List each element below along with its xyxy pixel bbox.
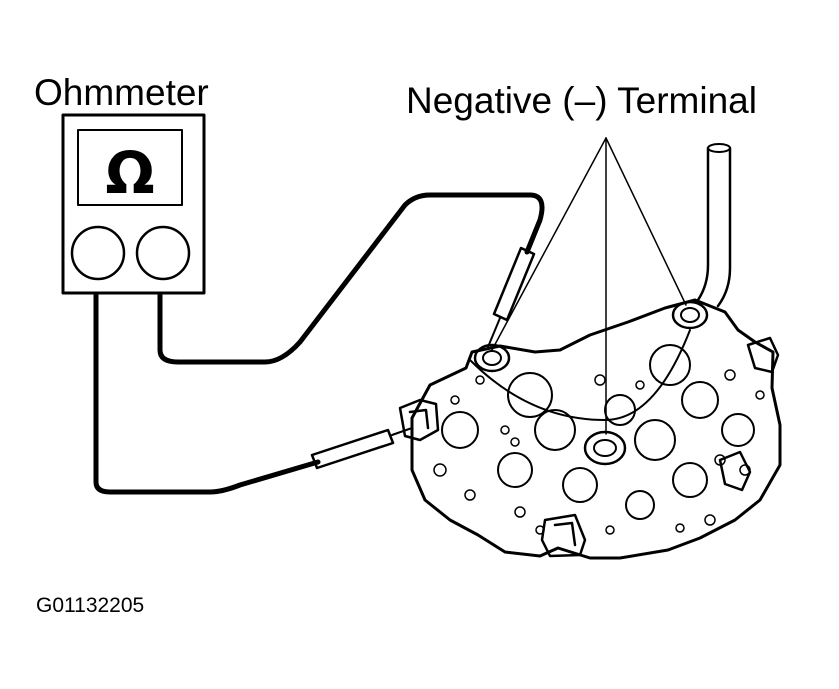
plate-hole (562, 467, 598, 503)
ohm-symbol: Ω (105, 139, 154, 207)
plate-hole (672, 462, 708, 498)
terminal-clip-left (398, 398, 440, 442)
plate-hole (507, 372, 553, 418)
lead-wire-end (707, 143, 731, 153)
small-hole (450, 395, 460, 405)
small-hole (510, 437, 520, 447)
plate-hole (625, 490, 655, 520)
small-hole (514, 506, 526, 518)
lower-test-lead (93, 291, 321, 495)
negative-terminal-center (583, 430, 627, 466)
plate-hole (649, 344, 691, 386)
lower-probe (310, 428, 395, 470)
negative-terminal-label: Negative (–) Terminal (406, 80, 757, 121)
small-hole (635, 380, 645, 390)
meter-body (61, 113, 206, 295)
upper-probe-tip (487, 317, 501, 348)
meter-jack-right (135, 225, 191, 281)
ohmmeter-label: Ohmmeter (34, 72, 209, 113)
lead-wire (696, 146, 710, 302)
ohmmeter: Ω (61, 113, 206, 295)
small-hole (675, 523, 685, 533)
meter-display (77, 129, 183, 206)
small-hole (464, 489, 476, 501)
plate-rib (469, 329, 691, 421)
small-hole (500, 425, 510, 435)
small-hole (475, 375, 485, 385)
plate-hole (534, 409, 576, 451)
small-hole (704, 514, 716, 526)
upper-probe (492, 246, 536, 322)
terminal-clip-right-top (746, 336, 780, 374)
small-hole (724, 369, 736, 381)
upper-test-lead (157, 192, 545, 365)
meter-jack-left (70, 225, 126, 281)
plate-hole (634, 419, 676, 461)
lower-probe-tip (391, 427, 413, 436)
negative-terminal-right (671, 300, 709, 330)
small-hole (605, 525, 615, 535)
rectifier-plate-outline (410, 298, 782, 560)
plate-hole (441, 411, 479, 449)
leader-lines (491, 137, 687, 435)
small-hole (755, 390, 765, 400)
figure-code: G01132205 (36, 594, 145, 617)
plate-hole (497, 452, 533, 488)
small-hole (433, 463, 447, 477)
terminal-clip-right (718, 450, 752, 492)
small-hole (594, 374, 606, 386)
terminal-clip-bottom (540, 513, 587, 558)
negative-terminal-left (473, 343, 511, 373)
rectifier-holder (398, 143, 782, 560)
plate-hole (681, 381, 719, 419)
lead-wire-outer (716, 146, 732, 308)
plate-hole (721, 413, 755, 447)
